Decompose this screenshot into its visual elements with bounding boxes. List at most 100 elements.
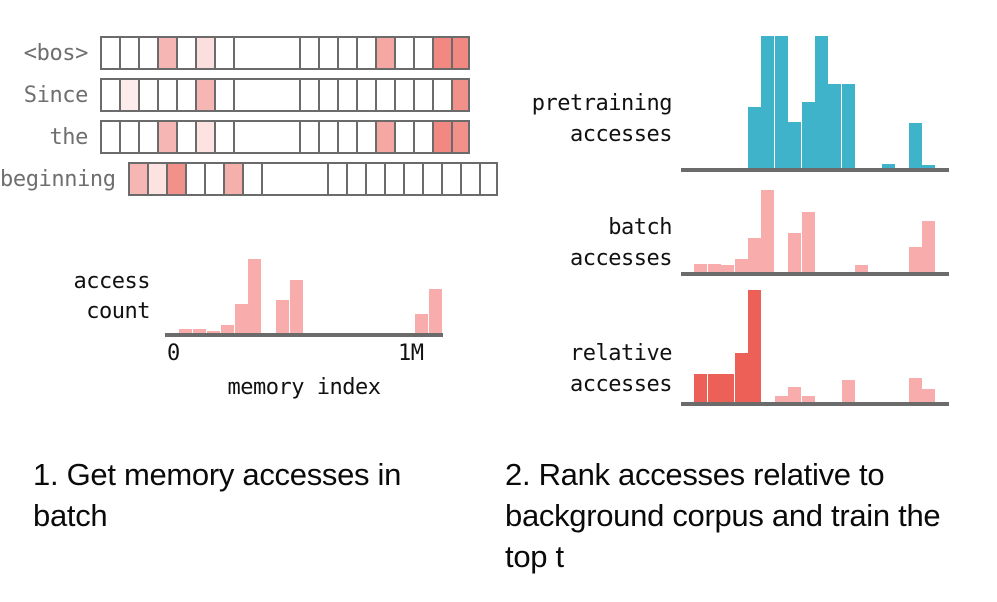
memory-cell[interactable]	[241, 162, 261, 196]
memory-cell[interactable]	[195, 78, 214, 112]
token-row: <bos>	[0, 32, 470, 74]
access-count-bars	[165, 255, 443, 337]
memory-cell[interactable]	[146, 162, 166, 196]
token-row: Since	[0, 74, 470, 116]
batch-label-line1: batch	[608, 215, 672, 240]
memory-cell[interactable]	[375, 78, 394, 112]
memory-cell[interactable]	[383, 162, 403, 196]
bar	[708, 264, 721, 272]
memory-cell[interactable]	[451, 120, 470, 154]
token-label: Since	[23, 82, 89, 108]
memory-cell[interactable]	[337, 36, 356, 70]
memory-cell[interactable]	[432, 36, 451, 70]
memory-cell[interactable]	[459, 162, 479, 196]
memory-cell[interactable]	[356, 36, 375, 70]
memory-cell[interactable]	[345, 162, 365, 196]
memory-cell[interactable]	[421, 162, 441, 196]
memory-cell[interactable]	[413, 36, 432, 70]
bar	[788, 387, 801, 402]
memory-cell[interactable]	[138, 36, 157, 70]
memory-cell[interactable]	[375, 120, 394, 154]
batch-plot	[681, 190, 949, 276]
pretraining-label-line2: accesses	[570, 122, 672, 147]
memory-cell[interactable]	[214, 78, 233, 112]
memory-cell[interactable]	[326, 162, 346, 196]
memory-cell[interactable]	[402, 162, 422, 196]
memory-cell[interactable]	[432, 78, 451, 112]
memory-cell[interactable]	[394, 120, 413, 154]
memory-cell[interactable]	[165, 162, 185, 196]
bar	[748, 107, 761, 168]
memory-cell[interactable]	[318, 78, 337, 112]
bar	[735, 353, 748, 402]
memory-cell[interactable]	[337, 78, 356, 112]
memory-cell[interactable]	[157, 78, 176, 112]
memory-cell-strip	[100, 36, 470, 70]
memory-cell[interactable]	[214, 120, 233, 154]
memory-cell[interactable]	[233, 36, 299, 70]
bar	[828, 84, 841, 168]
memory-cell[interactable]	[375, 36, 394, 70]
memory-cell[interactable]	[100, 36, 119, 70]
memory-cell[interactable]	[318, 36, 337, 70]
memory-cell[interactable]	[451, 78, 470, 112]
memory-cell[interactable]	[214, 36, 233, 70]
memory-cell[interactable]	[356, 78, 375, 112]
memory-cell[interactable]	[299, 78, 318, 112]
bar	[694, 264, 707, 272]
relative-label-line2: accesses	[570, 372, 672, 397]
batch-label-line2: accesses	[570, 246, 672, 271]
bar	[842, 380, 855, 402]
token-row: beginning	[0, 158, 498, 200]
memory-cell[interactable]	[176, 78, 195, 112]
memory-cell[interactable]	[413, 78, 432, 112]
memory-cell[interactable]	[364, 162, 384, 196]
memory-cell[interactable]	[260, 162, 327, 196]
memory-cell[interactable]	[432, 120, 451, 154]
memory-cell[interactable]	[318, 120, 337, 154]
memory-cell[interactable]	[176, 120, 195, 154]
x-axis-title: memory index	[227, 375, 381, 400]
memory-cell[interactable]	[100, 78, 119, 112]
memory-cell[interactable]	[451, 36, 470, 70]
memory-cell[interactable]	[195, 36, 214, 70]
memory-cell[interactable]	[394, 36, 413, 70]
memory-cell[interactable]	[100, 120, 119, 154]
memory-cell[interactable]	[138, 78, 157, 112]
bar	[721, 265, 734, 272]
memory-cell[interactable]	[394, 78, 413, 112]
bar	[815, 36, 828, 168]
memory-cell[interactable]	[478, 162, 498, 196]
bar	[290, 280, 303, 337]
bar	[748, 238, 761, 272]
memory-cell[interactable]	[337, 120, 356, 154]
memory-cell[interactable]	[203, 162, 223, 196]
relative-label-line1: relative	[570, 341, 672, 366]
memory-cell[interactable]	[184, 162, 204, 196]
caption-step-2: 2. Rank accesses relative to background …	[505, 457, 941, 574]
memory-cell[interactable]	[356, 120, 375, 154]
memory-cell[interactable]	[233, 120, 299, 154]
pretraining-plot	[681, 36, 949, 172]
batch-axis-line	[681, 272, 949, 276]
memory-cell[interactable]	[127, 162, 147, 196]
memory-cell[interactable]	[233, 78, 299, 112]
memory-cell[interactable]	[440, 162, 460, 196]
memory-cell[interactable]	[119, 36, 138, 70]
memory-cell[interactable]	[176, 36, 195, 70]
memory-cell[interactable]	[119, 120, 138, 154]
memory-cell[interactable]	[299, 120, 318, 154]
memory-cell[interactable]	[119, 78, 138, 112]
memory-cell[interactable]	[138, 120, 157, 154]
memory-cell[interactable]	[299, 36, 318, 70]
bar	[775, 396, 788, 402]
memory-cell[interactable]	[157, 36, 176, 70]
memory-cell[interactable]	[222, 162, 242, 196]
memory-cell[interactable]	[157, 120, 176, 154]
memory-cell[interactable]	[195, 120, 214, 154]
access-count-label-line2: count	[86, 299, 150, 324]
token-label: <bos>	[23, 40, 89, 66]
bar	[235, 304, 248, 337]
memory-cell[interactable]	[413, 120, 432, 154]
